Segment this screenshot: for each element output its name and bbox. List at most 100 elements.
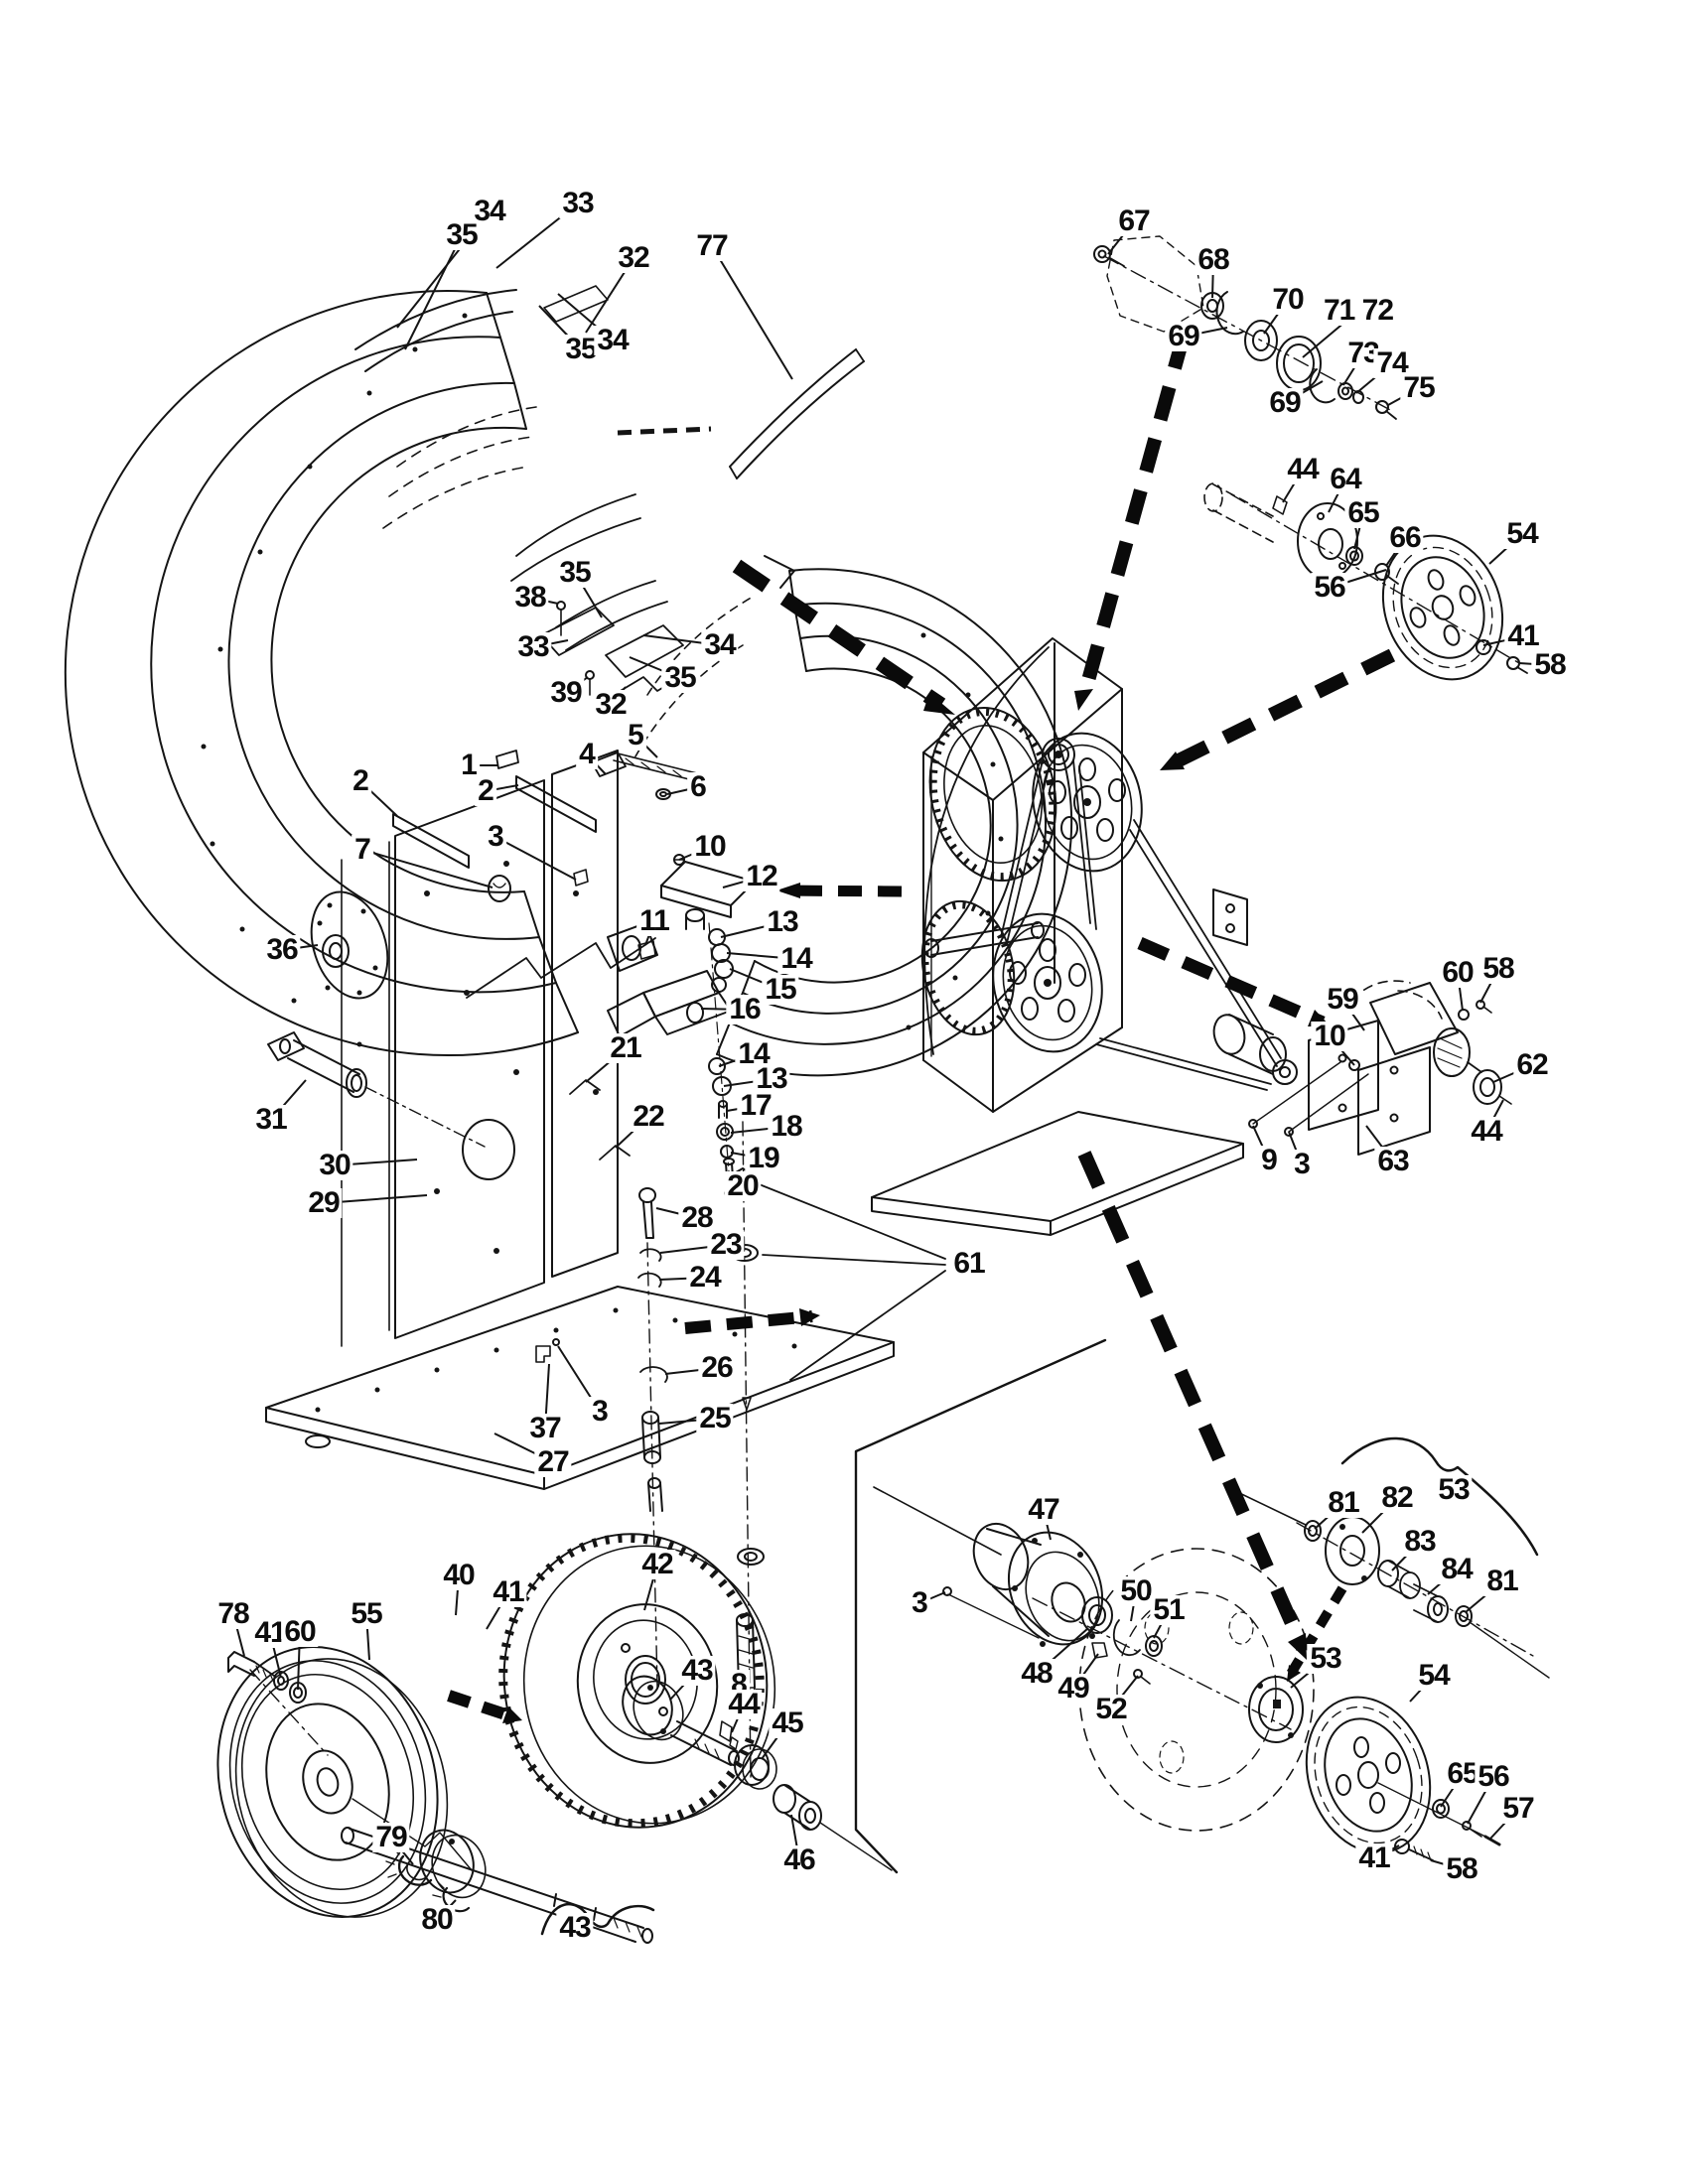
leader-line-35 [404,234,463,350]
callout-4: 4 [576,740,598,769]
callout-57: 57 [1499,1794,1537,1824]
leader-line-77 [711,245,793,380]
callout-7: 7 [352,835,373,865]
callout-49: 49 [1055,1674,1092,1704]
inset-boundary [854,1338,1107,1874]
callout-81: 81 [1325,1488,1362,1518]
callout-12: 12 [743,862,780,891]
callout-75: 75 [1400,373,1438,403]
callout-15: 15 [762,975,799,1005]
callout-62: 62 [1513,1050,1551,1080]
callout-32: 32 [592,690,630,720]
callout-38: 38 [511,583,549,613]
callout-23: 23 [707,1230,745,1260]
callout-69: 69 [1165,322,1202,351]
callout-83: 83 [1401,1527,1439,1557]
callout-44: 44 [1284,455,1322,484]
callout-42: 42 [638,1550,676,1579]
callout-55: 55 [348,1599,385,1629]
callout-13: 13 [764,907,801,937]
callout-58: 58 [1531,650,1569,680]
callout-36: 36 [263,935,301,965]
callout-53: 53 [1435,1475,1473,1505]
callout-28: 28 [678,1203,716,1233]
callout-34: 34 [594,326,632,355]
callout-54: 54 [1503,519,1541,549]
callout-50: 50 [1117,1576,1155,1606]
callout-63: 63 [1374,1147,1412,1176]
callout-56: 56 [1311,573,1348,603]
callout-82: 82 [1378,1483,1416,1513]
callout-44: 44 [725,1690,763,1719]
callout-16: 16 [726,995,764,1024]
callout-33: 33 [559,189,597,218]
callout-47: 47 [1025,1495,1062,1525]
callout-21: 21 [607,1033,644,1063]
callout-41: 41 [1355,1843,1393,1873]
callout-3: 3 [1291,1150,1313,1179]
callout-13: 13 [753,1064,790,1094]
callout-43: 43 [556,1913,594,1943]
callout-60: 60 [281,1617,319,1647]
callout-40: 40 [440,1561,478,1590]
left-panel-assembly [265,750,895,1490]
callout-34: 34 [701,630,739,660]
callout-84: 84 [1438,1555,1476,1584]
callout-52: 52 [1092,1695,1130,1724]
motor-detail [1248,980,1512,1156]
locator-arrows [447,334,1396,1723]
wheel-axle-detail [216,1533,893,1944]
top-right-shaft-parts [1093,235,1397,420]
callout-41: 41 [490,1577,527,1607]
callout-11: 11 [636,906,672,936]
callout-70: 70 [1269,285,1307,315]
callout-56: 56 [1475,1762,1512,1792]
callout-60: 60 [1439,958,1477,988]
leader-line-3 [494,836,577,881]
callout-35: 35 [556,558,594,588]
callout-64: 64 [1327,465,1364,494]
callout-59: 59 [1324,985,1361,1015]
callout-26: 26 [698,1353,736,1383]
callout-22: 22 [630,1102,667,1132]
callout-67: 67 [1115,206,1153,236]
liner-strips [540,348,865,696]
callout-53: 53 [1307,1644,1344,1674]
callout-54: 54 [1415,1661,1453,1691]
callout-71-72: 71 72 [1320,296,1397,326]
callout-3: 3 [909,1588,930,1618]
callout-19: 19 [745,1144,782,1173]
callout-18: 18 [768,1112,805,1142]
callout-2: 2 [475,776,496,806]
callout-2: 2 [350,766,371,796]
callout-78: 78 [214,1599,252,1629]
callout-79: 79 [372,1823,410,1852]
callout-69: 69 [1266,388,1304,418]
callout-39: 39 [547,678,585,708]
callout-58: 58 [1479,954,1517,984]
callout-6: 6 [687,772,709,802]
callout-80: 80 [418,1905,456,1935]
callout-61: 61 [950,1249,988,1279]
leader-line-7 [361,849,493,888]
callout-46: 46 [780,1845,818,1875]
callout-35: 35 [562,335,600,364]
callout-33: 33 [514,632,552,662]
callout-20: 20 [724,1171,762,1201]
callout-5: 5 [625,721,646,751]
callout-41: 41 [1504,621,1542,651]
callout-14: 14 [777,944,815,974]
callout-65: 65 [1344,498,1382,528]
callout-81: 81 [1483,1567,1521,1596]
callout-10: 10 [691,832,729,862]
callout-44: 44 [1468,1117,1505,1147]
callout-35: 35 [443,220,481,250]
callout-68: 68 [1195,245,1232,275]
callout-1: 1 [458,751,480,780]
callout-45: 45 [769,1708,806,1738]
callout-29: 29 [305,1188,343,1218]
callout-3: 3 [485,822,506,852]
callout-24: 24 [686,1263,724,1293]
